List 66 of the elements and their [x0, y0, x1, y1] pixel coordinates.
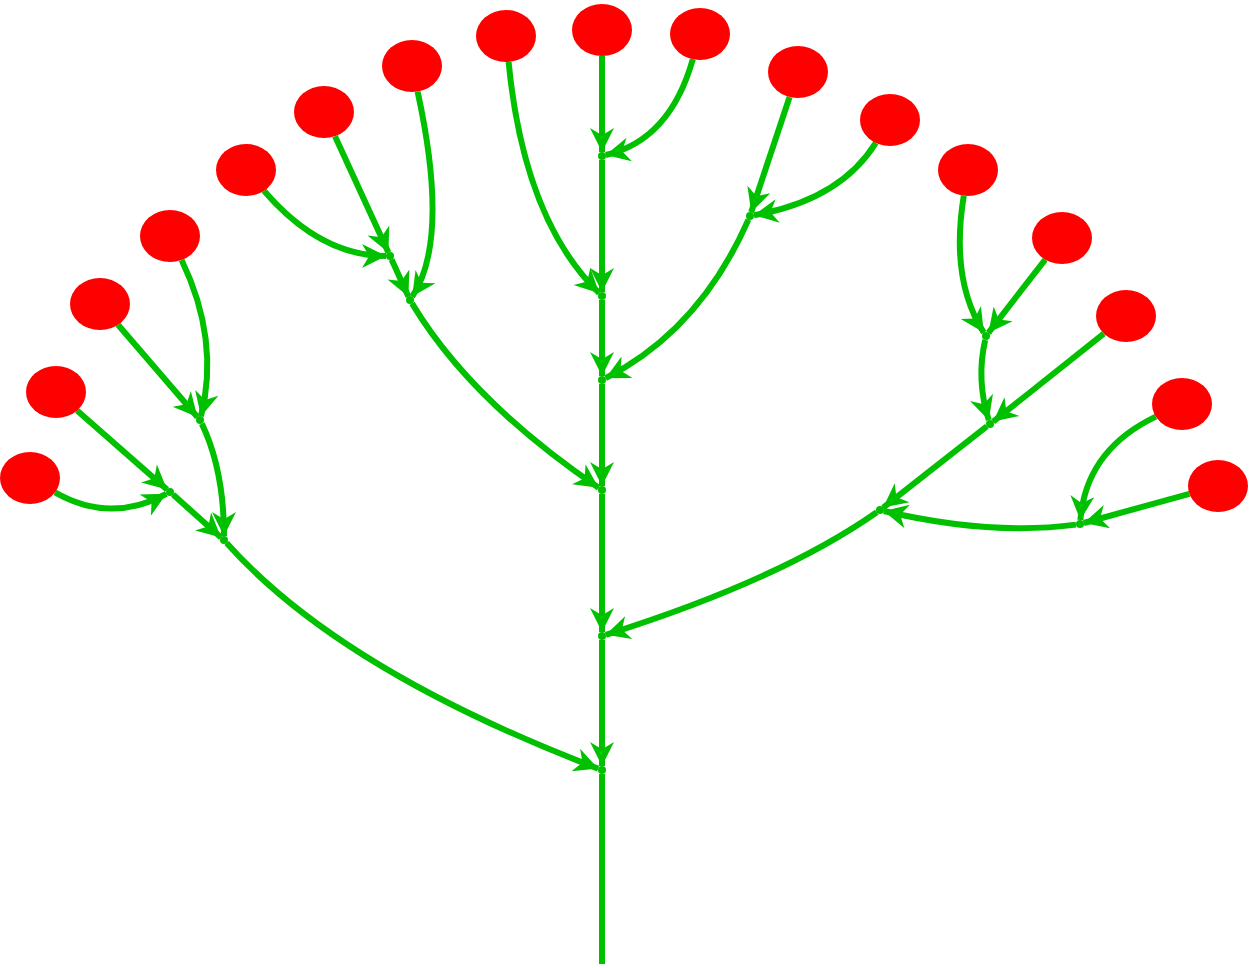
- junction-dot: [220, 536, 228, 544]
- line: [599, 774, 605, 964]
- arrow: [881, 424, 989, 510]
- circle-node: [140, 210, 200, 262]
- arrow: [753, 141, 879, 223]
- arrow: [53, 489, 168, 516]
- arrow: [409, 91, 436, 299]
- arrow: [604, 58, 696, 160]
- arrow: [986, 257, 1048, 335]
- circle-node: [216, 144, 276, 196]
- junction-dot: [598, 632, 606, 640]
- arrow: [505, 61, 602, 296]
- junction-dot: [746, 212, 754, 220]
- arrow: [590, 160, 614, 292]
- circle-node: [476, 10, 536, 62]
- junction-dot: [598, 292, 606, 300]
- junction-dot: [598, 376, 606, 384]
- arrow: [261, 188, 387, 267]
- circle-node: [1188, 460, 1248, 512]
- junction-dot: [982, 332, 990, 340]
- circle-node: [294, 86, 354, 138]
- circle-node: [70, 278, 130, 330]
- arrow: [956, 195, 987, 335]
- junction-dot: [196, 416, 204, 424]
- circle-node: [0, 452, 60, 504]
- circle-node: [1152, 378, 1212, 430]
- arrow: [604, 509, 879, 639]
- arrow: [199, 422, 236, 537]
- arrow: [883, 504, 1077, 532]
- arrow: [1083, 490, 1191, 529]
- circle-node: [860, 94, 920, 146]
- circle-node: [26, 366, 86, 418]
- arrow: [991, 331, 1106, 424]
- arrow: [590, 494, 614, 632]
- arrow: [970, 339, 994, 422]
- arrow: [747, 96, 793, 214]
- circle-node: [938, 144, 998, 196]
- junction-dot: [166, 488, 174, 496]
- arrow: [590, 640, 614, 766]
- arrow: [604, 218, 752, 381]
- circle-node: [382, 40, 442, 92]
- arrow: [224, 540, 600, 772]
- circle-node: [572, 4, 632, 56]
- junction-dot: [598, 152, 606, 160]
- junction-dot: [598, 486, 606, 494]
- circle-node: [1032, 212, 1092, 264]
- arrow: [590, 300, 614, 376]
- junction-dot: [986, 420, 994, 428]
- junction-dot: [598, 766, 606, 774]
- arrow: [178, 258, 218, 417]
- arrow: [1071, 413, 1158, 521]
- arrow: [590, 384, 614, 486]
- arrow: [387, 258, 412, 298]
- junction-dot: [406, 296, 414, 304]
- arrow: [590, 56, 614, 152]
- junction-dot: [386, 252, 394, 260]
- circle-node: [1096, 290, 1156, 342]
- junction-dot: [876, 506, 884, 514]
- arrow: [171, 492, 223, 540]
- arrow: [409, 301, 601, 491]
- junction-dot: [1076, 520, 1084, 528]
- arrow: [75, 408, 169, 492]
- arrow: [332, 134, 392, 254]
- circle-node: [768, 46, 828, 98]
- circle-node: [670, 8, 730, 60]
- arrow: [115, 322, 200, 419]
